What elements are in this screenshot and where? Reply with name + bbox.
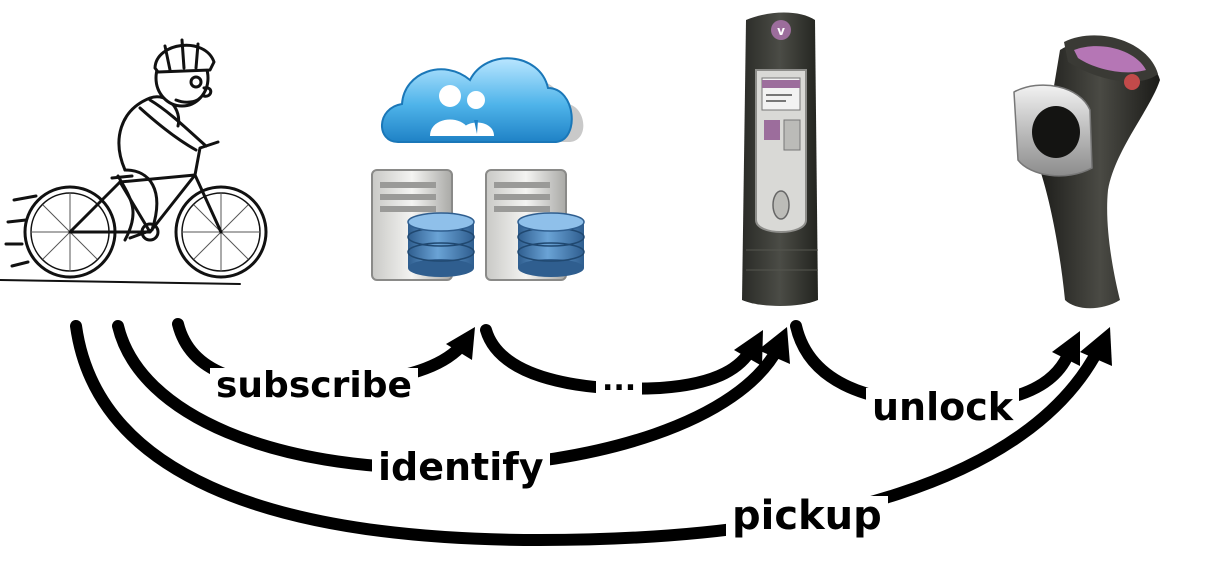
edge-label-subscribe: subscribe	[210, 368, 418, 404]
cyclist-icon	[0, 38, 268, 285]
edge-label-ellipsis: ...	[596, 366, 643, 396]
arrowhead-pickup	[1080, 327, 1112, 366]
arrowhead-unlock	[1052, 331, 1080, 366]
cloud-server-icon	[371, 57, 585, 281]
kiosk-terminal-icon: v	[742, 12, 818, 306]
arrowhead-server-station	[734, 330, 763, 366]
arrow-server-station	[480, 324, 758, 395]
edge-label-pickup: pickup	[726, 496, 888, 536]
arrowhead-identify	[758, 327, 790, 364]
arrow-pickup	[70, 320, 1104, 547]
edge-label-unlock: unlock	[866, 388, 1020, 426]
svg-text:v: v	[777, 24, 785, 38]
arrowhead-subscribe	[446, 327, 475, 360]
edge-label-identify: identify	[372, 448, 550, 486]
bike-dock-lock-icon	[1013, 35, 1160, 309]
